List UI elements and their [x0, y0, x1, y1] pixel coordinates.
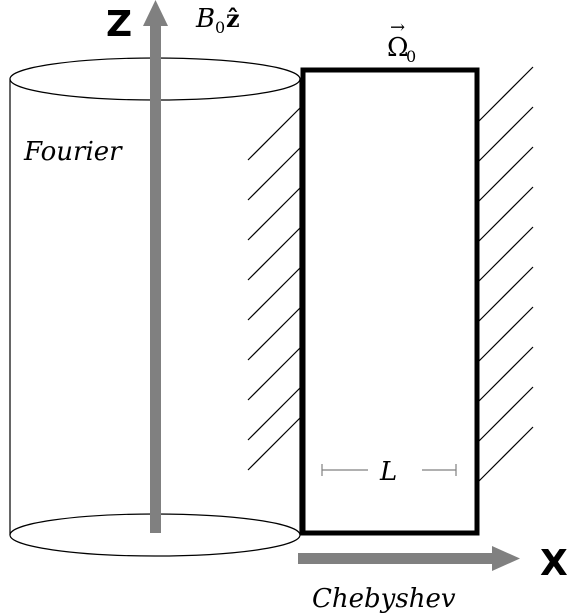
svg-text:ẑ: ẑ [226, 4, 240, 33]
left-wall-hatching [247, 104, 304, 471]
z-axis-label: Z [106, 4, 132, 45]
svg-text:Ω: Ω [387, 33, 409, 63]
svg-text:→: → [390, 17, 405, 38]
length-marker [321, 464, 457, 476]
length-label: L [379, 457, 397, 487]
x-axis-label: X [540, 543, 568, 584]
chebyshev-label: Chebyshev [312, 584, 456, 614]
svg-text:0: 0 [406, 47, 416, 66]
right-wall-hatching [477, 66, 534, 483]
rotation-label: Ω 0 → [387, 17, 416, 66]
svg-text:B: B [195, 4, 215, 34]
field-label: B 0 ẑ [195, 4, 240, 37]
svg-text:0: 0 [215, 18, 225, 37]
z-axis-arrow [143, 0, 168, 533]
x-axis-arrow [298, 546, 520, 571]
domain-box [300, 67, 480, 536]
fourier-label: Fourier [23, 137, 123, 167]
